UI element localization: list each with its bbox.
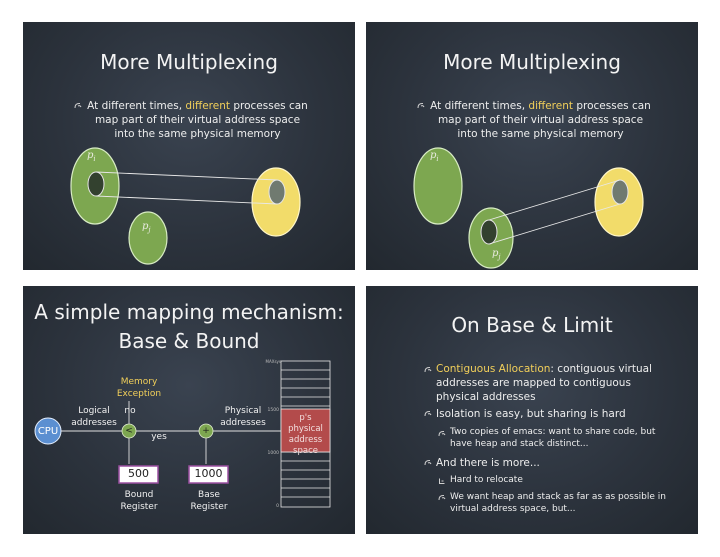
slide-more-multiplexing-1: More Multiplexing At different times, di… bbox=[23, 22, 355, 270]
yes-label: yes bbox=[151, 432, 167, 442]
map-line-top bbox=[95, 171, 278, 181]
mem-1500-label: 1500 bbox=[267, 408, 279, 413]
bound-register-label: Bound Register bbox=[120, 490, 158, 512]
mapping-diagram bbox=[70, 147, 301, 265]
map-line-top bbox=[488, 179, 621, 221]
bound-register-box bbox=[118, 465, 159, 484]
memory-exception-label: Memory Exception bbox=[116, 377, 162, 399]
sub-bullet-icon bbox=[438, 494, 446, 501]
shared-region-j bbox=[480, 219, 498, 245]
bullet-icon bbox=[424, 459, 432, 466]
shared-region-physical bbox=[611, 179, 629, 205]
process-address-space-block bbox=[280, 408, 331, 453]
bullet-icon bbox=[424, 410, 432, 417]
slide-title: A simple mapping mechanism: Base & Bound bbox=[34, 300, 344, 353]
shared-region-physical bbox=[268, 179, 286, 205]
process-j-ellipse bbox=[128, 211, 168, 265]
sub-bullet-emacs: Two copies of emacs: want to share code,… bbox=[450, 427, 656, 449]
mapping-diagram bbox=[413, 147, 644, 269]
process-i-label: pi bbox=[87, 150, 96, 163]
slide-title: More Multiplexing bbox=[100, 50, 278, 74]
bound-value: 500 bbox=[128, 467, 149, 480]
base-value: 1000 bbox=[194, 467, 223, 480]
map-line-bottom bbox=[95, 195, 278, 205]
bullet-icon bbox=[424, 366, 432, 373]
bullet-text: At different times, different processes … bbox=[430, 100, 651, 140]
sub-bullet-icon bbox=[438, 430, 446, 437]
base-bound-diagram bbox=[34, 360, 331, 508]
physical-addresses-label: Physical addresses bbox=[220, 406, 266, 428]
bullet-contiguous-allocation: Contiguous Allocation: contiguous virtua… bbox=[436, 363, 652, 403]
process-j-label: pj bbox=[492, 248, 501, 261]
base-register-label: Base Register bbox=[190, 490, 228, 512]
shared-region-i bbox=[87, 171, 105, 197]
logical-addresses-label: Logical addresses bbox=[71, 406, 117, 428]
add-operator: + bbox=[202, 426, 210, 436]
bullet-isolation: Isolation is easy, but sharing is hard bbox=[436, 408, 626, 420]
no-label: no bbox=[124, 406, 136, 416]
sub-bullet-icon bbox=[439, 478, 445, 484]
bullet-text: At different times, different processes … bbox=[87, 100, 308, 140]
slide-on-base-and-limit: On Base & Limit Contiguous Allocation: c… bbox=[366, 286, 698, 534]
add-circle bbox=[198, 423, 214, 439]
compare-circle bbox=[121, 423, 137, 439]
cpu-label: CPU bbox=[37, 426, 59, 437]
slide-title: On Base & Limit bbox=[451, 313, 613, 337]
bullet-icon bbox=[74, 102, 82, 109]
slide-base-and-bound: A simple mapping mechanism: Base & Bound bbox=[23, 286, 355, 534]
compare-operator: < bbox=[125, 426, 133, 436]
cpu-circle bbox=[34, 417, 62, 445]
bullet-more: And there is more... bbox=[436, 457, 540, 469]
slide-more-multiplexing-2: More Multiplexing At different times, di… bbox=[366, 22, 698, 270]
sub-bullet-heap-stack: We want heap and stack as far as as poss… bbox=[450, 492, 666, 514]
slide-title: More Multiplexing bbox=[443, 50, 621, 74]
base-register-box bbox=[188, 465, 229, 484]
map-line-bottom bbox=[488, 203, 621, 245]
process-physical-space-label: p's physical address space bbox=[288, 413, 323, 456]
mem-1000-label: 1000 bbox=[267, 451, 279, 456]
process-j-label: pj bbox=[142, 221, 151, 234]
process-i-label: pi bbox=[430, 150, 439, 163]
mem-max-label: MAXsys bbox=[265, 359, 281, 364]
sub-bullet-relocate: Hard to relocate bbox=[450, 475, 523, 485]
mem-0-label: 0 bbox=[276, 504, 279, 509]
bullet-icon bbox=[417, 102, 425, 109]
process-i-ellipse bbox=[413, 147, 463, 225]
